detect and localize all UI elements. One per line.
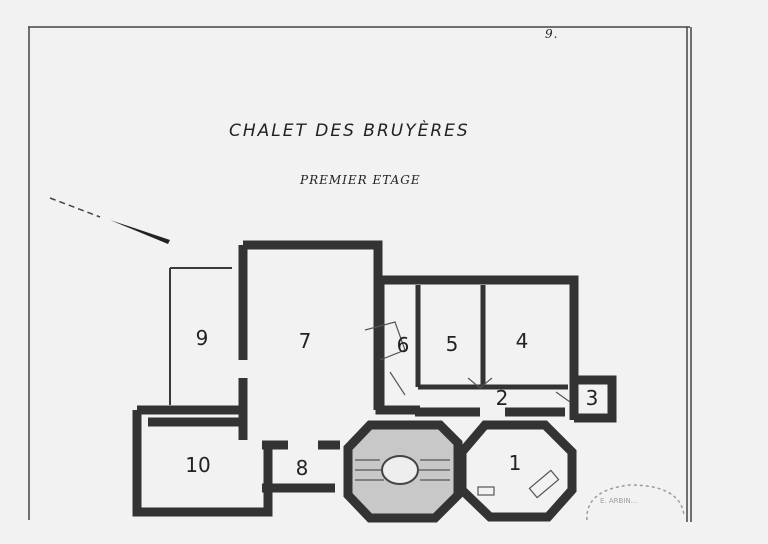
- stair-well: [381, 455, 419, 485]
- walls: [132, 240, 617, 523]
- room-1-label: 1: [509, 451, 522, 475]
- room-7-label: 7: [299, 329, 312, 353]
- page-mark: 9.: [545, 27, 558, 41]
- room-6-label: 6: [397, 333, 410, 357]
- page-frame: [28, 26, 692, 522]
- room-8-label: 8: [296, 456, 309, 480]
- plan-subtitle: PREMIER ETAGE: [299, 173, 421, 187]
- plan-title: CHALET DES BRUYÈRES: [229, 119, 470, 141]
- room-5-label: 5: [446, 332, 459, 356]
- room-9-label: 9: [196, 326, 209, 350]
- room-labels: 1 2 3 4 5 6 7 8 9 10: [185, 326, 598, 480]
- room-10-label: 10: [185, 453, 210, 477]
- north-arrow-icon: [49, 197, 170, 244]
- archive-stamp: E. ARBIN...: [586, 484, 685, 521]
- room-3-label: 3: [586, 386, 599, 410]
- svg-text:E. ARBIN...: E. ARBIN...: [600, 497, 637, 505]
- room-4-label: 4: [516, 329, 529, 353]
- room-2-label: 2: [496, 386, 509, 410]
